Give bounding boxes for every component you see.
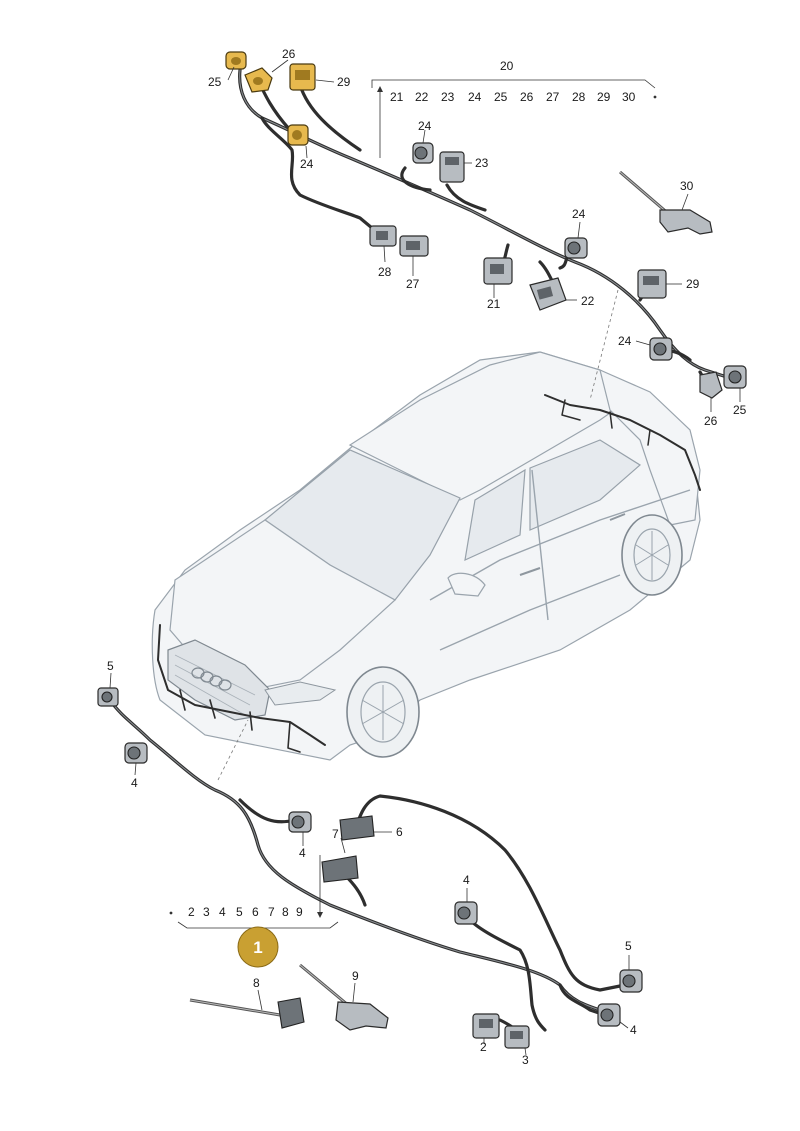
label-2: 2 <box>480 1040 487 1054</box>
bracket-26-right <box>699 371 723 399</box>
sensor-4-center <box>288 811 312 833</box>
rear-wheel <box>621 514 683 596</box>
group-item-23: 23 <box>441 90 455 104</box>
group-item-4: 4 <box>219 905 226 919</box>
part-8 <box>189 997 305 1029</box>
connector-3 <box>504 1025 530 1049</box>
sensor-25-right <box>723 365 747 389</box>
group-item-26: 26 <box>520 90 534 104</box>
sensor-5-right <box>619 969 643 993</box>
sensor-24-highlight <box>287 124 309 146</box>
label-24-right: 24 <box>618 334 632 348</box>
assembly-badge-number: 1 <box>253 938 262 957</box>
group-item-24: 24 <box>468 90 482 104</box>
leader-lines <box>109 59 741 1056</box>
sensor-24-right <box>649 337 673 361</box>
connector-2 <box>472 1013 500 1039</box>
sensor-24-mid <box>564 237 588 259</box>
connector-21 <box>483 257 513 285</box>
group-bracket-1: 2 3 4 5 6 7 8 9 1 <box>169 855 339 968</box>
label-26-top: 26 <box>282 47 296 61</box>
part-labels: 25 26 29 24 24 23 30 24 28 27 21 22 29 2… <box>107 47 747 1067</box>
assembly-badge <box>237 926 279 968</box>
group-item-21: 21 <box>390 90 404 104</box>
label-25-right: 25 <box>733 403 747 417</box>
label-3: 3 <box>522 1053 529 1067</box>
label-27: 27 <box>406 277 420 291</box>
label-23: 23 <box>475 156 489 170</box>
connector-28 <box>369 225 397 247</box>
label-25-top: 25 <box>208 75 222 89</box>
connector-7 <box>339 815 375 841</box>
car-illustration <box>151 351 701 761</box>
part-30 <box>619 170 713 235</box>
connector-29-right <box>637 269 667 299</box>
sensor-5-left <box>97 687 119 707</box>
group-item-30: 30 <box>622 90 636 104</box>
group-item-3: 3 <box>203 905 210 919</box>
label-6: 6 <box>396 825 403 839</box>
label-29-top: 29 <box>337 75 351 89</box>
sensor-4-left <box>124 742 148 764</box>
group-item-5: 5 <box>236 905 243 919</box>
label-28: 28 <box>378 265 392 279</box>
label-4-center: 4 <box>299 846 306 860</box>
connector-23 <box>439 151 465 183</box>
group-item-2: 2 <box>188 905 195 919</box>
group-item-27: 27 <box>546 90 560 104</box>
label-24-top-left: 24 <box>300 157 314 171</box>
connector-6 <box>321 855 359 883</box>
group-item-29: 29 <box>597 90 611 104</box>
connector-22 <box>529 277 567 311</box>
group-ref-20: 20 <box>500 59 514 73</box>
group-item-9: 9 <box>296 905 303 919</box>
part-9 <box>299 963 389 1031</box>
label-22: 22 <box>581 294 595 308</box>
group-item-7: 7 <box>268 905 275 919</box>
connector-29-highlight <box>289 63 316 91</box>
label-4-left: 4 <box>131 776 138 790</box>
front-wheel <box>346 666 420 758</box>
label-9: 9 <box>352 969 359 983</box>
group-item-28: 28 <box>572 90 586 104</box>
sensor-4-lower <box>454 901 478 925</box>
label-8: 8 <box>253 976 260 990</box>
label-21: 21 <box>487 297 501 311</box>
sensor-4-right <box>597 1003 621 1027</box>
connector-27 <box>399 235 429 257</box>
sensor-25-highlight <box>225 51 247 70</box>
label-5-left: 5 <box>107 659 114 673</box>
group-item-22: 22 <box>415 90 429 104</box>
bracket-26-highlight <box>244 67 273 93</box>
label-5-right: 5 <box>625 939 632 953</box>
group-item-6: 6 <box>252 905 259 919</box>
label-30: 30 <box>680 179 694 193</box>
label-7: 7 <box>332 827 339 841</box>
label-24-top: 24 <box>418 119 432 133</box>
label-4-right: 4 <box>630 1023 637 1037</box>
label-4-lower: 4 <box>463 873 470 887</box>
label-29-right: 29 <box>686 277 700 291</box>
label-24-mid: 24 <box>572 207 586 221</box>
label-26-right: 26 <box>704 414 718 428</box>
group-bracket-20: 20 21 22 23 24 25 26 27 28 29 30 <box>371 59 657 158</box>
group-item-8: 8 <box>282 905 289 919</box>
sensor-24-top <box>412 142 434 164</box>
group-item-25: 25 <box>494 90 508 104</box>
